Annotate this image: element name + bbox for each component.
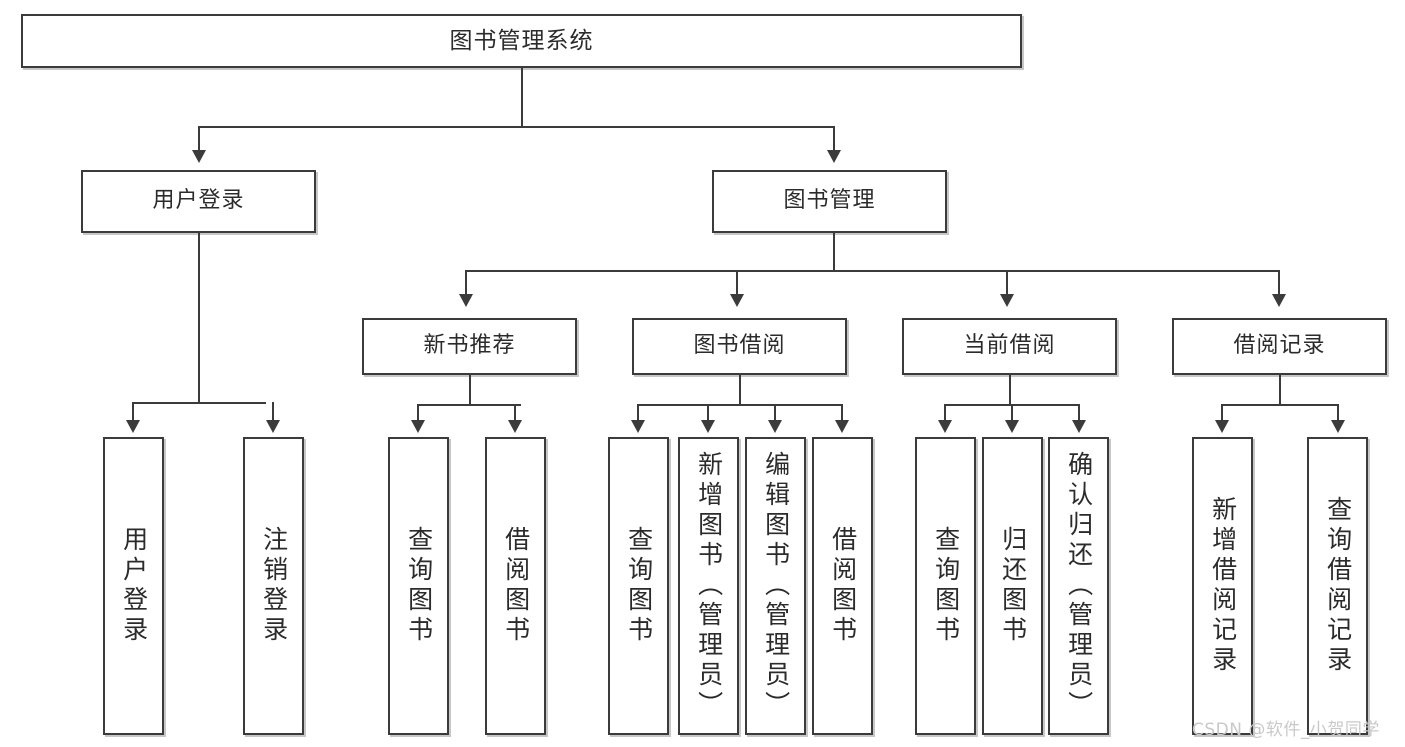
leaf-nbr-borrow-book[interactable]: 借阅图书 (485, 437, 546, 735)
node-user-login-label: 用户登录 (152, 188, 245, 214)
connector-bb-leaf-2 (707, 404, 709, 422)
connector-book-borrow-stem (739, 375, 741, 405)
leaf-user-login-logout[interactable]: 注销登录 (243, 437, 304, 735)
node-user-login[interactable]: 用户登录 (81, 170, 316, 233)
node-current-borrow[interactable]: 当前借阅 (902, 318, 1117, 375)
leaf-cb-confirm-return[interactable]: 确认归还（管理员） (1048, 437, 1109, 735)
connector-br-leaf-1 (1221, 404, 1223, 422)
connector-to-new-book-recommend (465, 270, 467, 296)
connector-to-current-borrow (1006, 270, 1008, 296)
node-new-book-recommend[interactable]: 新书推荐 (362, 318, 577, 375)
arrowhead-nbr-leaf-2 (508, 420, 522, 433)
connector-nbr-leaf-2 (514, 404, 516, 422)
leaf-bb-edit-book-label: 编辑图书（管理员） (761, 451, 791, 721)
leaf-cb-return-book-label: 归还图书 (998, 526, 1028, 646)
leaf-bb-borrow-book[interactable]: 借阅图书 (812, 437, 873, 735)
leaf-cb-confirm-return-label: 确认归还（管理员） (1064, 451, 1094, 721)
leaf-bb-query-book[interactable]: 查询图书 (608, 437, 669, 735)
arrowhead-nbr-leaf-1 (411, 420, 425, 433)
leaf-user-login-login-label: 用户登录 (119, 526, 149, 646)
connector-book-borrow-bus (637, 404, 843, 406)
connector-book-manage-bus (465, 270, 1280, 272)
connector-borrow-record-bus (1221, 404, 1337, 406)
connector-user-login-bus (132, 402, 266, 404)
connector-current-borrow-stem (1009, 375, 1011, 405)
connector-borrow-record-stem (1279, 375, 1281, 405)
connector-root-to-user-login (198, 126, 200, 152)
arrowhead-bb-leaf-4 (835, 420, 849, 433)
arrowhead-user-login-leaf-1 (126, 420, 140, 433)
node-book-manage[interactable]: 图书管理 (712, 170, 947, 233)
node-new-book-recommend-label: 新书推荐 (423, 333, 516, 359)
arrowhead-root-to-user-login (192, 150, 206, 163)
arrowhead-to-new-book-recommend (459, 294, 473, 307)
connector-user-login-leaf-2 (272, 402, 274, 422)
node-current-borrow-label: 当前借阅 (963, 333, 1056, 359)
arrowhead-to-borrow-record (1272, 294, 1286, 307)
arrowhead-to-book-borrow (730, 294, 744, 307)
leaf-user-login-login[interactable]: 用户登录 (103, 437, 164, 735)
leaf-user-login-logout-label: 注销登录 (259, 526, 289, 646)
leaf-bb-add-book[interactable]: 新增图书（管理员） (678, 437, 739, 735)
connector-br-leaf-2 (1337, 404, 1339, 422)
node-book-manage-label: 图书管理 (783, 188, 876, 214)
arrowhead-user-login-leaf-2 (266, 420, 280, 433)
leaf-br-query-record[interactable]: 查询借阅记录 (1307, 437, 1368, 735)
connector-user-login-leaf-1 (132, 402, 134, 422)
connector-root-stem (521, 68, 523, 127)
node-root[interactable]: 图书管理系统 (21, 14, 1022, 68)
leaf-bb-borrow-book-label: 借阅图书 (828, 526, 858, 646)
leaf-br-add-record-label: 新增借阅记录 (1208, 496, 1238, 676)
connector-new-book-recommend-stem (469, 375, 471, 405)
leaf-cb-query-book-label: 查询图书 (931, 526, 961, 646)
connector-root-to-book-manage (833, 126, 835, 152)
node-book-borrow[interactable]: 图书借阅 (632, 318, 847, 375)
connector-nbr-leaf-1 (417, 404, 419, 422)
connector-user-login-stem (198, 233, 200, 403)
connector-to-book-borrow (736, 270, 738, 296)
connector-to-borrow-record (1278, 270, 1280, 296)
connector-bb-leaf-4 (841, 404, 843, 422)
connector-bb-leaf-1 (637, 404, 639, 422)
leaf-nbr-query-book[interactable]: 查询图书 (388, 437, 449, 735)
connector-new-book-recommend-bus (417, 404, 521, 406)
arrowhead-br-leaf-2 (1331, 420, 1345, 433)
leaf-nbr-query-book-label: 查询图书 (404, 526, 434, 646)
arrowhead-root-to-book-manage (827, 150, 841, 163)
connector-cb-leaf-3 (1078, 404, 1080, 422)
connector-cb-leaf-1 (944, 404, 946, 422)
arrowhead-bb-leaf-2 (701, 420, 715, 433)
arrowhead-cb-leaf-2 (1005, 420, 1019, 433)
node-borrow-record[interactable]: 借阅记录 (1172, 318, 1387, 375)
arrowhead-br-leaf-1 (1215, 420, 1229, 433)
arrowhead-bb-leaf-1 (631, 420, 645, 433)
leaf-nbr-borrow-book-label: 借阅图书 (501, 526, 531, 646)
leaf-bb-add-book-label: 新增图书（管理员） (694, 451, 724, 721)
connector-bb-leaf-3 (774, 404, 776, 422)
arrowhead-cb-leaf-1 (938, 420, 952, 433)
connector-root-bus (198, 126, 834, 128)
node-borrow-record-label: 借阅记录 (1233, 333, 1326, 359)
leaf-cb-query-book[interactable]: 查询图书 (915, 437, 976, 735)
arrowhead-to-current-borrow (1000, 294, 1014, 307)
node-book-borrow-label: 图书借阅 (693, 333, 786, 359)
arrowhead-cb-leaf-3 (1072, 420, 1086, 433)
node-root-label: 图书管理系统 (449, 27, 594, 54)
leaf-bb-query-book-label: 查询图书 (624, 526, 654, 646)
leaf-cb-return-book[interactable]: 归还图书 (982, 437, 1043, 735)
leaf-bb-edit-book[interactable]: 编辑图书（管理员） (745, 437, 806, 735)
arrowhead-bb-leaf-3 (768, 420, 782, 433)
watermark: CSDN @软件_小贺同学 (1192, 720, 1380, 740)
leaf-br-query-record-label: 查询借阅记录 (1323, 496, 1353, 676)
connector-book-manage-stem (833, 233, 835, 271)
connector-cb-leaf-2 (1011, 404, 1013, 422)
leaf-br-add-record[interactable]: 新增借阅记录 (1192, 437, 1253, 735)
